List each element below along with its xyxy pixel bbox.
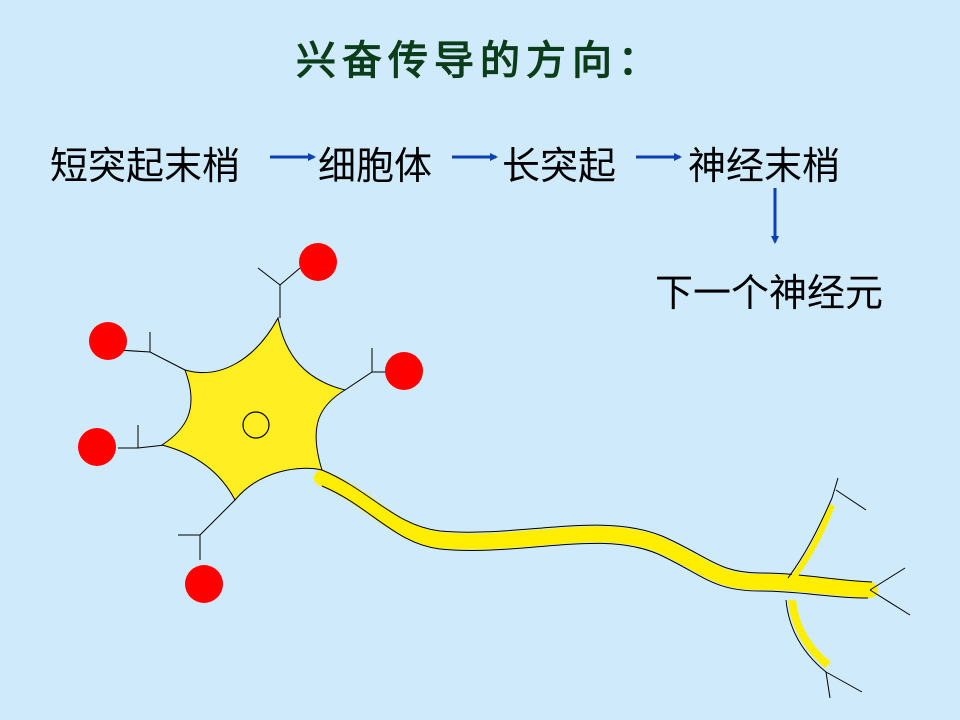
red-dot-icon: [89, 322, 127, 360]
red-dot-icon: [185, 565, 223, 603]
terminal-twig: [835, 489, 867, 511]
red-dot-icon: [299, 243, 337, 281]
axon-terminal-branch-lower-outline: [785, 599, 831, 699]
slide-title: 兴奋传导的方向：: [296, 38, 664, 84]
dendrite-bottom: [178, 499, 236, 560]
flow-step-nerve-terminal: 神经末梢: [688, 144, 841, 188]
dendrite-left-lower: [118, 425, 166, 449]
cell-body: [160, 316, 347, 501]
terminal-twig: [869, 567, 906, 591]
axon-terminal-branch-lower: [788, 599, 831, 669]
red-dot-icon: [385, 352, 423, 390]
flow-step-long-process: 长突起: [502, 144, 617, 188]
red-dot-icon: [78, 428, 116, 466]
axon-outline: [321, 469, 873, 583]
flow-step-short-process-terminal: 短突起末梢: [50, 144, 241, 188]
flow-step-cell-body: 细胞体: [318, 144, 433, 188]
axon-terminal-branch-upper-outline: [787, 477, 839, 579]
dendrite-left-upper: [117, 332, 186, 371]
flow-step-next-neuron: 下一个神经元: [655, 271, 884, 315]
terminal-twig: [825, 671, 863, 693]
terminal-twig: [869, 589, 911, 616]
dendrite-top: [257, 267, 301, 318]
axon-outline: [321, 485, 869, 599]
axon: [314, 470, 878, 598]
nucleus-circle-icon: [242, 411, 270, 439]
axon-terminal-branch-upper: [790, 503, 835, 580]
